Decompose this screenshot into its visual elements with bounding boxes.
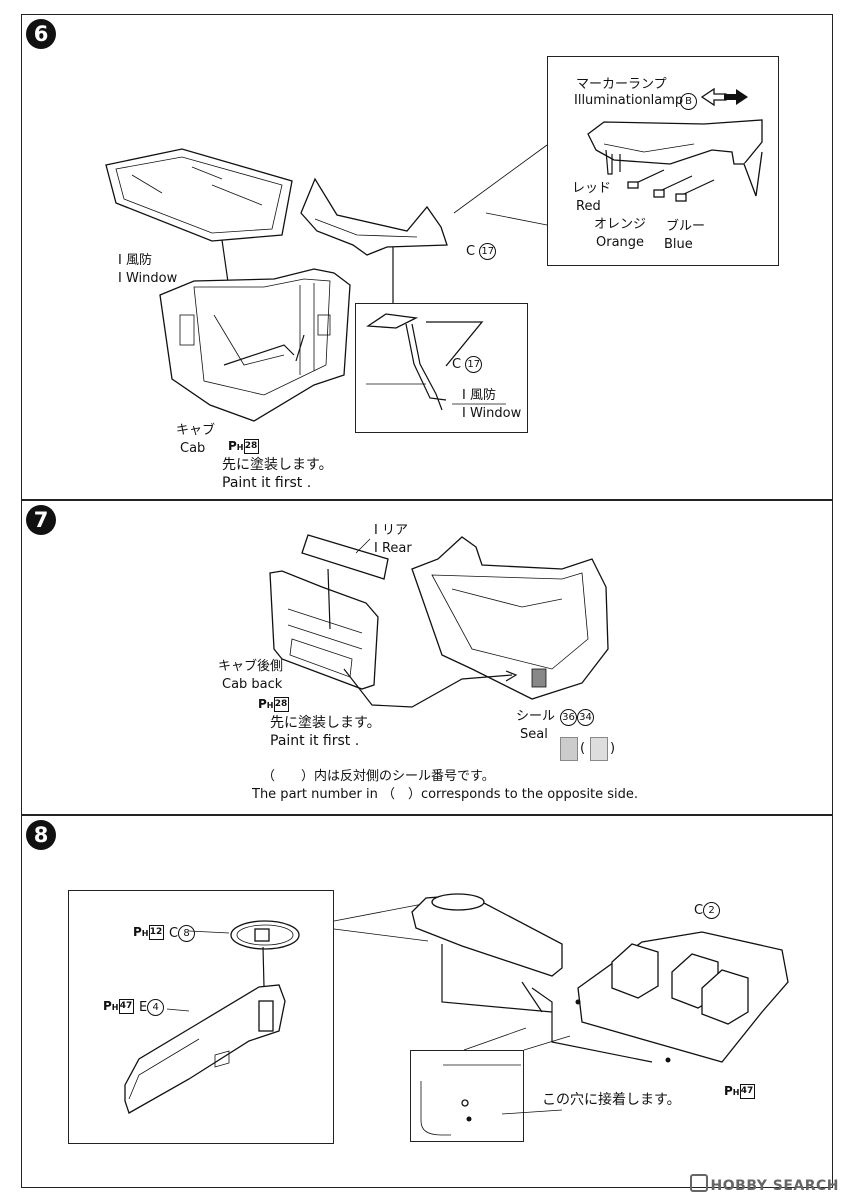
- red-label-en: Red: [576, 199, 601, 214]
- marker-lamp-label-jp: マーカーランプ: [576, 77, 667, 92]
- double-arrow-icon: [700, 87, 748, 107]
- window-label-inset-jp: I 風防: [462, 388, 496, 403]
- seal-note-en: The part number in （ ）corresponds to the…: [252, 787, 639, 802]
- c17-label-main: C 17: [466, 243, 497, 260]
- paint-code-ph12: PH12: [133, 925, 164, 940]
- paint-note-en: Paint it first .: [270, 733, 360, 749]
- paint-note-en: Paint it first .: [222, 475, 312, 491]
- paint-note-jp: 先に塗装します。: [222, 457, 333, 473]
- glue-note: この穴に接着します。: [542, 1092, 681, 1108]
- window-label-en: I Window: [118, 271, 178, 286]
- windshield-part-drawing: [105, 148, 293, 346]
- seal-label-jp: シール: [516, 709, 556, 724]
- step-7-panel: 7 I リア I Rear キャブ後側 Cab back PH28 先に塗装しま…: [21, 500, 833, 815]
- cab-back-assembly-drawing: [269, 534, 609, 708]
- seal-label-en: Seal: [520, 727, 548, 742]
- seal-note-jp: （ ）内は反対側のシール番号です。: [262, 769, 495, 784]
- c17-label-inset: C 17: [452, 356, 483, 373]
- callout-line: [463, 1027, 571, 1115]
- glue-hole-inset: [410, 1050, 524, 1142]
- cab-back-label-jp: キャブ後側: [218, 659, 284, 674]
- orange-label-en: Orange: [596, 235, 645, 250]
- callout-line: [453, 144, 548, 226]
- paint-note-jp: 先に塗装します。: [270, 715, 381, 731]
- paint-code-ph28-b: PH28: [258, 697, 289, 712]
- step-6-panel: 6 マーカーランプ Illuminationlamp B C 17: [21, 14, 833, 500]
- paint-code-ph28: PH28: [228, 439, 259, 454]
- paint-code-ph47-b: PH47: [724, 1084, 755, 1099]
- blue-label-en: Blue: [664, 237, 693, 252]
- window-section-inset: C 17 I 風防 I Window: [355, 303, 528, 433]
- seal-36-thumbnail: [560, 737, 578, 761]
- window-label-inset-en: I Window: [462, 406, 522, 421]
- hobby-search-logo-icon: [689, 1174, 708, 1192]
- marker-lamp-detail-inset: マーカーランプ Illuminationlamp B C 17: [547, 56, 779, 266]
- rear-window-label-jp: I リア: [374, 523, 408, 538]
- cab-body-drawing: [159, 268, 351, 422]
- step-number-badge: 8: [26, 820, 56, 850]
- lamp-bar-part-drawing: [300, 177, 448, 305]
- window-section-drawing: [366, 313, 506, 411]
- floor-seats-drawing: [411, 893, 789, 1063]
- step-number-badge: 7: [26, 505, 56, 535]
- step-number-badge: 6: [26, 19, 56, 49]
- cab-label-jp: キャブ: [176, 423, 216, 438]
- marker-lamp-part-drawing: [587, 119, 763, 202]
- seal-paren-open: (: [580, 741, 586, 756]
- paint-code-ph47-a: PH47: [103, 999, 134, 1014]
- rear-window-label-en: I Rear: [374, 541, 412, 556]
- cab-back-label-en: Cab back: [222, 677, 283, 692]
- part-b-marker: B: [680, 93, 697, 110]
- glue-hole-drawing: [420, 1064, 521, 1136]
- blue-label-jp: ブルー: [666, 219, 706, 234]
- window-label-jp: I 風防: [118, 253, 152, 268]
- watermark: HOBBY SEARCH: [689, 1174, 839, 1194]
- callout-line: [333, 902, 429, 942]
- cab-label-en: Cab: [180, 441, 206, 456]
- seal-paren-close: ): [610, 741, 616, 756]
- red-label-jp: レッド: [572, 181, 612, 196]
- marker-lamp-label-en: Illuminationlamp: [574, 93, 684, 108]
- seal-34-thumbnail: [590, 737, 608, 761]
- dashboard-steering-drawing: [124, 920, 300, 1114]
- orange-label-jp: オレンジ: [594, 217, 647, 232]
